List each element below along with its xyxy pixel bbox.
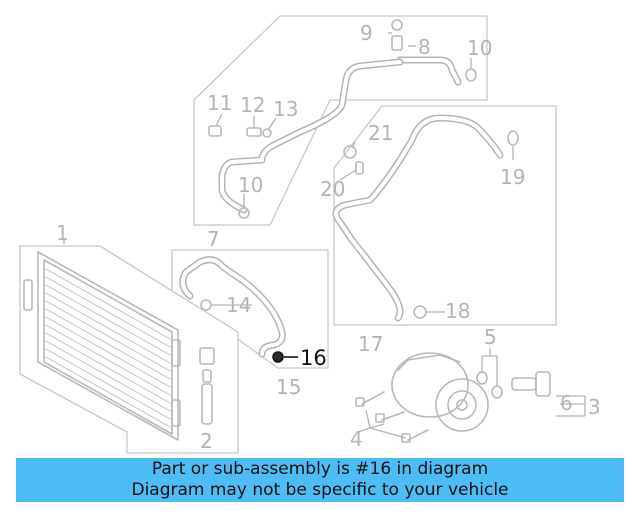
o-ring-18-icon	[413, 305, 427, 319]
callout-7: 7	[207, 227, 220, 251]
callout-20: 20	[320, 177, 345, 201]
callout-1: 1	[56, 221, 69, 245]
drier-2	[199, 347, 215, 425]
callout-2: 2	[200, 429, 213, 453]
o-ring-19-icon	[507, 130, 519, 146]
line-7	[218, 58, 404, 214]
callout-18: 18	[445, 299, 470, 323]
callout-11: 11	[207, 91, 232, 115]
callout-17: 17	[358, 332, 383, 356]
line-8-10-upper	[396, 56, 462, 86]
valves-5	[476, 371, 503, 399]
callout-15: 14	[226, 293, 251, 317]
line-14	[179, 256, 286, 358]
valve-core-20-icon	[355, 161, 364, 175]
o-ring-15-icon	[200, 299, 212, 311]
condenser-1	[23, 251, 181, 441]
line-17	[332, 114, 504, 322]
callout-5: 5	[484, 325, 497, 349]
callout-21: 21	[368, 121, 393, 145]
callout-19: 19	[500, 165, 525, 189]
info-banner: Part or sub-assembly is #16 in diagram D…	[16, 458, 624, 502]
callout-9: 9	[360, 21, 373, 45]
valve-cap-9-icon	[391, 19, 403, 31]
valve-cap-21-icon	[343, 145, 357, 159]
fitting-8	[391, 35, 403, 51]
panel-suction-lines	[333, 105, 557, 326]
parts-diagram: 9 8 10 11 12 13 10 7 1 2 14 16 15 21 20 …	[19, 15, 601, 454]
cap-13-icon	[262, 128, 272, 138]
callout-10-upper: 10	[467, 36, 492, 60]
compressor-3	[391, 352, 489, 432]
callout-4: 4	[350, 427, 363, 451]
sensor-11-icon	[208, 125, 222, 137]
o-ring-16-icon	[272, 351, 284, 363]
callout-12: 12	[240, 93, 265, 117]
bolts-4	[355, 391, 429, 443]
callout-3: 3	[588, 395, 601, 419]
panel-upper-lines	[193, 15, 488, 226]
banner-line-1: Part or sub-assembly is #16 in diagram	[151, 459, 489, 479]
callout-13: 13	[273, 97, 298, 121]
callout-14: 15	[276, 375, 301, 399]
panel-condenser	[19, 245, 239, 454]
callout-16: 16	[300, 346, 327, 370]
callout-6: 6	[560, 391, 573, 415]
callout-10-lower: 10	[238, 173, 263, 197]
banner-line-2: Diagram may not be specific to your vehi…	[131, 480, 509, 500]
callout-8: 8	[418, 35, 431, 59]
o-ring-10-upper-icon	[465, 68, 477, 82]
panel-line-14	[171, 249, 329, 369]
sensor-6	[511, 371, 551, 397]
leader-lines	[63, 32, 586, 439]
